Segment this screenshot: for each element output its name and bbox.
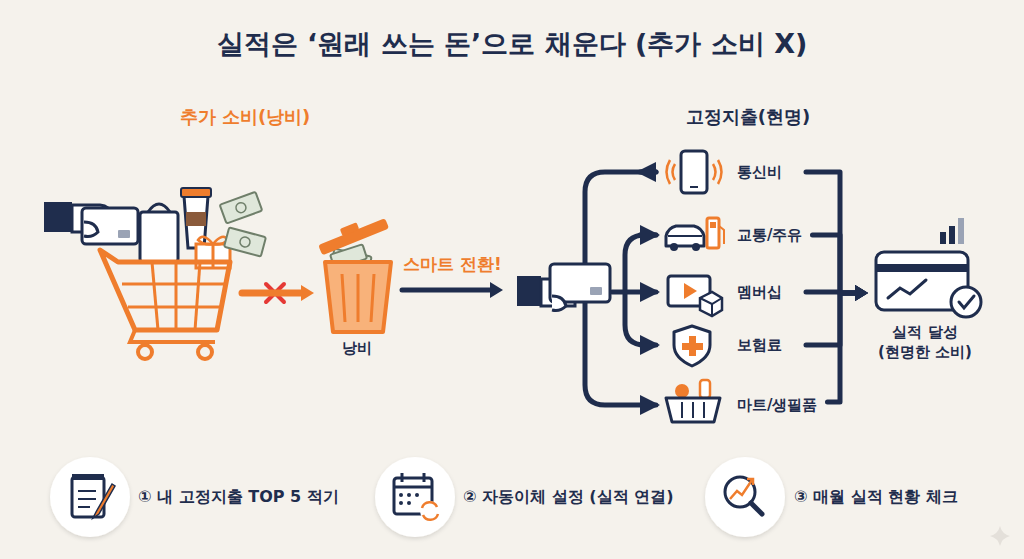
node-text: 실적 달성 (현명한 소비)	[866, 322, 984, 363]
phone-icon	[667, 151, 722, 193]
connector	[806, 285, 868, 345]
node-text: 통신비	[737, 163, 782, 182]
connector	[806, 285, 868, 301]
expense-item: 마트/생필품	[662, 380, 823, 424]
node-text: ③ 매월 실적 현황 체크	[794, 487, 958, 508]
title: 실적은 ‘원래 쓰는 돈’으로 채운다 (추가 소비 X)	[0, 26, 1024, 62]
arrow-head	[855, 285, 868, 301]
connector	[806, 172, 868, 301]
connector-line	[242, 290, 304, 297]
trash-node: 낭비	[316, 222, 400, 362]
step-item: ① 내 고정지출 TOP 5 적기	[48, 455, 348, 539]
expense-item: 통신비	[662, 150, 802, 194]
arrow-head	[490, 282, 503, 298]
membership-icon	[668, 276, 722, 316]
connector	[827, 285, 868, 402]
insurance-icon	[674, 326, 710, 366]
connector-line	[806, 293, 858, 345]
fixed-expense-group: 고정지출(현명) 통신비교통/주유멤버십보험료마트/생필품	[505, 105, 820, 435]
node-text: 추가 소비(낭비)	[180, 105, 311, 129]
step-item: ③ 매월 실적 현황 체크	[703, 455, 964, 539]
node-text: 낭비	[342, 339, 372, 358]
branch-lines	[585, 172, 656, 405]
expense-item: 교통/주유	[662, 213, 808, 257]
node-text: 마트/생필품	[737, 396, 817, 415]
node-text: 교통/주유	[737, 226, 802, 245]
node-text: 멤버십	[737, 283, 782, 302]
card-chart-icon	[876, 218, 981, 317]
arrow-head	[855, 285, 868, 301]
cart-group: 추가 소비(낭비)	[40, 100, 240, 365]
expense-item: 멤버십	[662, 270, 802, 314]
step-icons	[50, 457, 785, 537]
arrow-head	[855, 285, 868, 301]
cart-illustration	[44, 188, 266, 359]
trash-can	[316, 212, 391, 332]
node-text: 고정지출(현명)	[686, 105, 810, 129]
connector-line	[402, 288, 493, 293]
node-text: ② 자동이체 설정 (실적 연결)	[463, 487, 673, 508]
connector-line	[806, 172, 858, 293]
arrow-head	[301, 285, 314, 301]
hand-card	[517, 264, 610, 311]
connector	[242, 285, 314, 301]
connector	[402, 282, 503, 298]
connector-line	[827, 293, 858, 402]
expense-item: 보험료	[662, 323, 802, 367]
sparkle	[990, 526, 1010, 546]
step-item: ② 자동이체 설정 (실적 연결)	[373, 455, 679, 539]
connector-line	[812, 235, 858, 293]
edge-label: 스마트 전환!	[401, 253, 504, 276]
grocery-icon	[666, 380, 720, 422]
node-text: ① 내 고정지출 TOP 5 적기	[138, 487, 339, 508]
arrow-head	[855, 285, 868, 301]
node-text: 보험료	[737, 336, 782, 355]
car-fuel-icon	[666, 218, 724, 251]
result-node: 실적 달성 (현명한 소비)	[872, 212, 990, 382]
arrow-head	[855, 285, 868, 301]
